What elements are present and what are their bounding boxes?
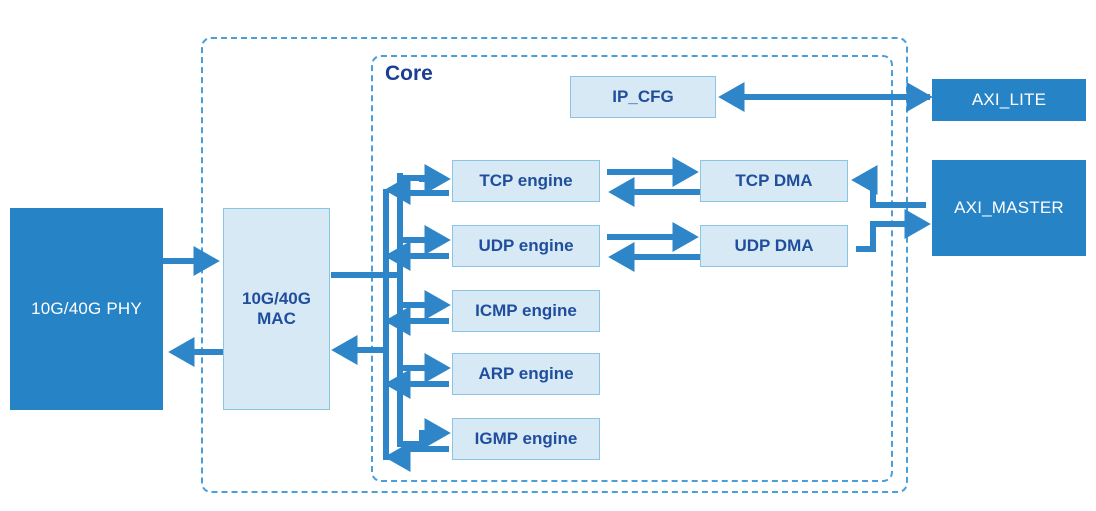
block-icmp-engine[interactable]: ICMP engine xyxy=(452,290,600,332)
block-udp-engine[interactable]: UDP engine xyxy=(452,225,600,267)
block-arp-engine[interactable]: ARP engine xyxy=(452,353,600,395)
block-mac-line2: MAC xyxy=(257,309,296,328)
block-tcp-engine[interactable]: TCP engine xyxy=(452,160,600,202)
block-tcp-dma[interactable]: TCP DMA xyxy=(700,160,848,202)
block-udp-dma[interactable]: UDP DMA xyxy=(700,225,848,267)
block-mac[interactable]: 10G/40G MAC xyxy=(223,208,330,410)
block-axi-lite[interactable]: AXI_LITE xyxy=(932,79,1086,121)
block-igmp-engine[interactable]: IGMP engine xyxy=(452,418,600,460)
block-phy[interactable]: 10G/40G PHY xyxy=(10,208,163,410)
block-ip-cfg[interactable]: IP_CFG xyxy=(570,76,716,118)
block-axi-master[interactable]: AXI_MASTER xyxy=(932,160,1086,256)
block-mac-line1: 10G/40G xyxy=(242,289,311,309)
core-boundary-dashed xyxy=(371,55,893,482)
core-label: Core xyxy=(385,62,433,85)
